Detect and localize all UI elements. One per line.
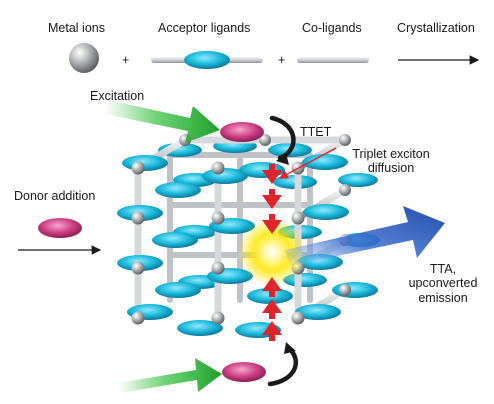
label-co-ligands: Co-ligands: [302, 21, 362, 35]
upconverted-emission-arrow: [285, 206, 445, 266]
label-donor-addition: Donor addition: [14, 189, 96, 203]
triplet-line-1: Triplet exciton: [352, 147, 430, 161]
label-excitation: Excitation: [90, 89, 145, 103]
donor-molecule-bottom: [222, 362, 266, 382]
tta-line-3: emission: [418, 290, 468, 305]
acceptor-ligand-icon: [151, 51, 263, 69]
tta-glow: [238, 218, 306, 286]
donor-molecule-icon: [38, 218, 82, 238]
co-ligand-icon: [297, 57, 369, 63]
label-metal-ions: Metal ions: [48, 21, 105, 35]
label-triplet-exciton-diffusion: Triplet exciton diffusion: [336, 147, 446, 176]
ttet-arrow-bottom: [267, 345, 299, 387]
excitation-arrow-top: [105, 100, 220, 143]
donor-molecule-top: [220, 122, 264, 142]
plus-sign-2: +: [278, 53, 286, 67]
excitation-arrow-bottom: [118, 358, 222, 393]
label-ttet: TTET: [300, 125, 332, 139]
triplet-pointer-line: [278, 147, 337, 179]
metal-ion-icon: [69, 43, 99, 73]
plus-sign-1: +: [122, 53, 130, 67]
label-acceptor-ligands: Acceptor ligands: [158, 21, 251, 35]
label-crystallization: Crystallization: [397, 21, 475, 35]
label-tta-emission: TTA, upconverted emission: [398, 262, 488, 305]
tta-line-2: upconverted: [408, 276, 478, 291]
tta-line-1: TTA,: [429, 262, 457, 276]
triplet-line-2: diffusion: [367, 161, 415, 176]
triplet-diffusion-arrows: [262, 164, 282, 341]
